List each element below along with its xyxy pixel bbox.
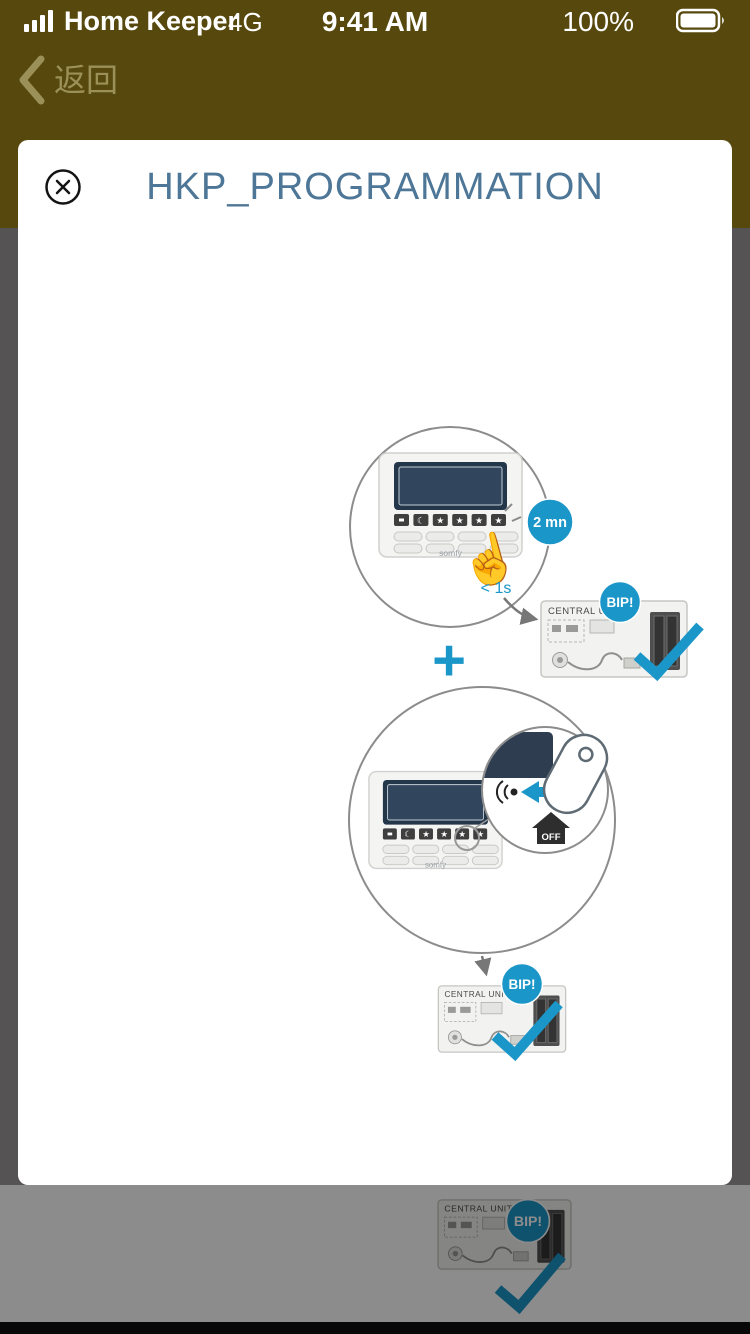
modal-title: HKP_PROGRAMMATION [146,166,604,208]
plus-icon: + [432,628,466,693]
background-footer-bar [0,1322,750,1334]
programming-instruction-diagram: ☾ ★ ★ ★ ★ [348,426,704,1062]
duration-badge-label: 2 mn [533,515,567,531]
radio-waves-icon [496,780,509,804]
off-label: OFF [542,832,561,843]
checkmark-icon [494,1252,566,1315]
back-button[interactable]: 返回 [16,54,118,106]
close-icon [45,169,81,205]
clock-label: 9:41 AM [321,6,429,37]
status-bar: Home Keeper 4G 9:41 AM 100% [0,0,750,40]
arrow-down-icon [474,955,492,977]
keyfob-icon [542,733,609,815]
modal-dim-overlay [0,1185,750,1334]
close-button[interactable] [44,168,82,206]
reader-target-dot [510,788,518,796]
press-tick-marks [504,503,522,522]
dimmed-background-content [0,1185,750,1334]
programmation-modal: HKP_PROGRAMMATION ☾ [18,140,732,1185]
press-hint-label: < 1s [481,580,512,597]
battery-percent-label: 100% [562,6,634,37]
step1-press-key: ☝ < 1s 2 mn [349,426,704,682]
checkmark-icon [633,622,704,682]
background-central-unit-diagram [0,1198,750,1334]
signal-strength-icon [24,10,53,32]
off-house-icon: OFF [532,812,570,844]
chevron-left-icon [19,55,45,105]
battery-icon [676,8,724,33]
bip-badge [598,580,642,624]
checkmark-icon [491,1000,563,1062]
duration-badge [526,498,574,546]
back-label: 返回 [54,62,119,98]
carrier-label: Home Keeper [64,6,239,36]
bip-badge [500,962,544,1006]
key-highlight-circle [454,825,480,851]
arrow-to-central-unit-icon [503,597,539,625]
step2-present-badge: OFF [348,686,616,1062]
network-type-label: 4G [228,7,263,37]
